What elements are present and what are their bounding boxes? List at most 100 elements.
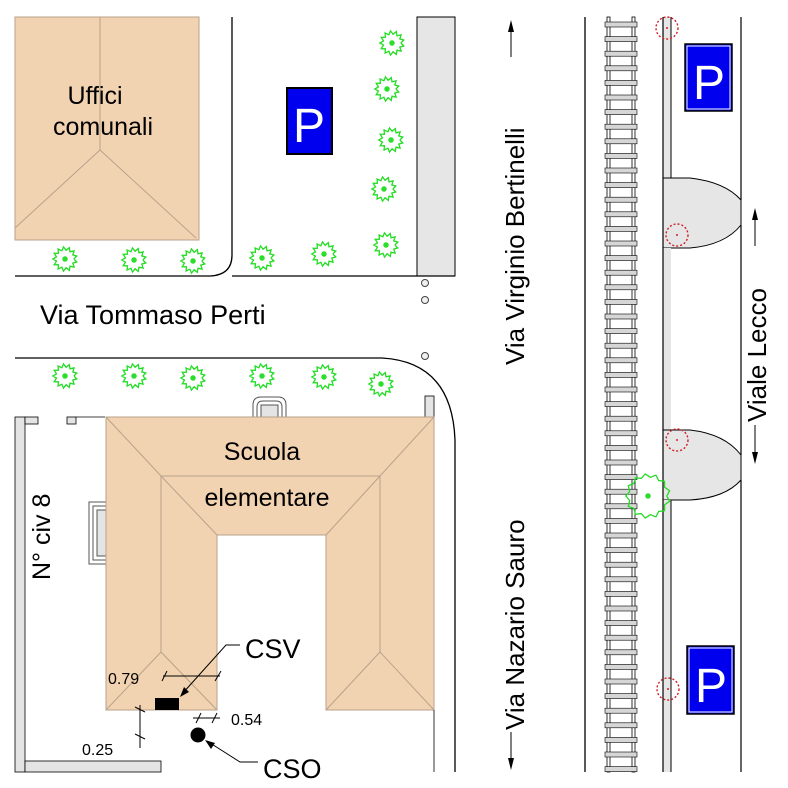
tree-icon	[377, 126, 405, 154]
railway-tie	[604, 196, 638, 203]
railway-tie	[604, 707, 638, 714]
railway-tie	[604, 737, 638, 743]
building-scuola-elementare[interactable]	[105, 416, 435, 711]
svg-text:0.25: 0.25	[82, 742, 113, 759]
railway-tie	[604, 547, 638, 553]
railway-tie	[604, 605, 638, 612]
tree-icon	[51, 245, 79, 273]
parking-sign-east-north[interactable]: P	[684, 43, 733, 112]
tree-icon	[370, 175, 398, 203]
tree-icon	[310, 240, 338, 268]
railway-tie	[604, 561, 638, 568]
street-lamp-icon	[655, 16, 679, 40]
railway-tie	[604, 678, 638, 685]
railway-tie	[604, 138, 638, 145]
dimension-0-54: 0.54	[193, 712, 262, 729]
tree-icon	[378, 29, 406, 57]
railway-tie	[604, 153, 638, 159]
railway-tie	[604, 211, 638, 218]
railway-tie	[604, 357, 638, 364]
railway-tie	[604, 342, 638, 349]
tree-icon	[624, 473, 671, 519]
tree-icon	[120, 362, 148, 390]
railway-tie	[604, 123, 638, 130]
street-label-viale-lecco: Viale Lecco	[742, 208, 772, 464]
tree-large	[624, 473, 671, 519]
railway-tie	[604, 284, 638, 291]
railway-tie	[604, 255, 638, 261]
street-label-via-nazario-sauro: Via Nazario Sauro	[500, 519, 530, 770]
tree-icon	[51, 362, 79, 390]
curb-top-left-block	[15, 17, 233, 277]
parking-bay-south	[662, 429, 742, 501]
railway-tie	[604, 532, 638, 539]
tree-icon	[248, 362, 276, 390]
railway-tie	[604, 299, 638, 305]
svg-text:P: P	[693, 57, 725, 110]
railway-tie	[604, 167, 638, 174]
tree-icon	[373, 75, 401, 103]
svg-text:P: P	[695, 660, 727, 713]
railway-tie	[604, 503, 638, 510]
street-lamp-icon	[665, 223, 689, 247]
railway-tie	[604, 518, 638, 524]
tree-icon	[120, 246, 148, 274]
csv-marker[interactable]	[155, 698, 179, 710]
railway-tie	[604, 328, 638, 334]
railway-tie	[604, 21, 638, 28]
railway-tie	[604, 182, 638, 188]
railway-tie	[604, 693, 638, 699]
railway-tie	[604, 65, 638, 72]
building-label-uffici-line1: Uffici	[67, 82, 122, 110]
bollard	[421, 279, 429, 287]
railway-tie	[604, 576, 638, 583]
entrance-steps-north	[252, 396, 287, 418]
building-uffici-comunali[interactable]	[14, 16, 200, 241]
house-number-label: N° civ 8	[28, 494, 56, 580]
trees-top-block	[51, 29, 406, 275]
railway-tie	[604, 80, 638, 86]
csv-label: CSV	[245, 634, 301, 664]
railway-tie	[604, 94, 638, 101]
railway-tie	[604, 372, 638, 378]
entrance-steps-west	[88, 501, 107, 565]
cso-label: CSO	[263, 754, 322, 784]
street-lamp-icon	[665, 428, 689, 452]
cso-marker[interactable]	[190, 727, 206, 743]
street-lamps	[655, 16, 689, 701]
sidewalk-strip-east	[662, 17, 742, 772]
trees-lower-row	[51, 362, 395, 398]
railway-tie	[604, 649, 638, 656]
railway-tie	[604, 591, 638, 597]
railway-tie	[604, 240, 638, 247]
railway-tie	[604, 430, 638, 437]
dimension-0-79: 0.79	[108, 670, 222, 688]
street-label-via-tommaso-perti: Via Tommaso Perti	[40, 300, 266, 330]
railway-tie	[604, 415, 638, 422]
railway-tie	[604, 722, 638, 729]
svg-text:P: P	[293, 100, 325, 153]
tree-icon	[179, 364, 207, 392]
building-label-scuola-line2: elementare	[204, 484, 329, 512]
railway-tie	[604, 766, 638, 772]
railway-tie	[604, 634, 638, 641]
railway-tie	[604, 386, 638, 393]
curb-lower-block	[15, 357, 456, 772]
svg-text:0.79: 0.79	[108, 671, 139, 688]
building-label-scuola-line1: Scuola	[224, 438, 301, 466]
railway-tie	[604, 313, 638, 320]
railway-tie	[604, 664, 638, 670]
cso-leader	[206, 740, 258, 763]
railway-tie	[604, 445, 638, 451]
csv-leader	[181, 644, 240, 695]
railway-tie	[604, 269, 638, 276]
parking-sign-top[interactable]: P	[286, 87, 333, 155]
boundary-wall-left	[14, 416, 162, 773]
sidewalk-bertinelli-top	[416, 16, 456, 277]
railway-tie	[604, 751, 638, 758]
tree-icon	[248, 244, 276, 272]
railway-tie	[604, 109, 638, 115]
railway-track	[604, 16, 638, 773]
parking-sign-east-south[interactable]: P	[686, 645, 735, 715]
